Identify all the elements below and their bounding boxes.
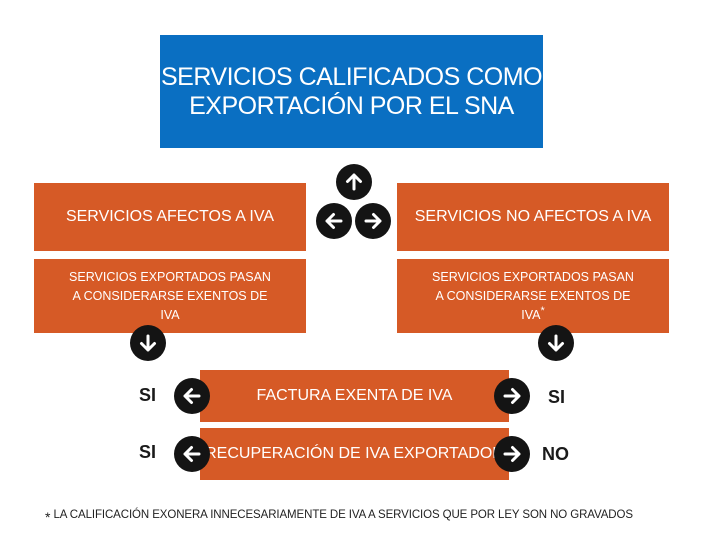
arrow-up-icon (336, 164, 372, 200)
title-box: SERVICIOS CALIFICADOS COMO EXPORTACIÓN P… (160, 35, 543, 148)
arrow-left-icon (174, 436, 210, 472)
arrow-left-icon (174, 378, 210, 414)
footnote-text: LA CALIFICACIÓN EXONERA INNECESARIAMENTE… (53, 509, 633, 521)
arrow-right-icon (494, 436, 530, 472)
arrow-down-icon (538, 325, 574, 361)
row1-left-answer: SI (139, 385, 157, 405)
arrow-right-icon (494, 378, 530, 414)
right-header-label: SERVICIOS NO AFECTOS A IVA (414, 208, 652, 225)
row2-bar: RECUPERACIÓN DE IVA EXPORTADOR (200, 428, 509, 480)
row1-right-answer: SI (548, 387, 566, 407)
right-sub-footnote-mark: * (540, 304, 545, 317)
right-sub-text: SERVICIOS EXPORTADOS PASAN A CONSIDERARS… (427, 268, 639, 325)
left-sub-label: SERVICIOS EXPORTADOS PASAN A CONSIDERARS… (69, 269, 271, 322)
right-sub-box: SERVICIOS EXPORTADOS PASAN A CONSIDERARS… (397, 259, 669, 333)
arrow-left-icon (316, 203, 352, 239)
row1-label: FACTURA EXENTA DE IVA (256, 387, 453, 404)
left-header-label: SERVICIOS AFECTOS A IVA (65, 208, 275, 225)
right-header-box: SERVICIOS NO AFECTOS A IVA (397, 183, 669, 251)
diagram-title: SERVICIOS CALIFICADOS COMO EXPORTACIÓN P… (160, 62, 543, 120)
left-sub-box: SERVICIOS EXPORTADOS PASAN A CONSIDERARS… (34, 259, 306, 333)
footnote: * LA CALIFICACIÓN EXONERA INNECESARIAMEN… (45, 509, 685, 525)
row1-bar: FACTURA EXENTA DE IVA (200, 370, 509, 422)
right-sub-label: SERVICIOS EXPORTADOS PASAN A CONSIDERARS… (432, 269, 634, 322)
row2-left-answer: SI (139, 442, 157, 462)
left-header-box: SERVICIOS AFECTOS A IVA (34, 183, 306, 251)
row2-right-answer: NO (542, 444, 569, 464)
row2-label: RECUPERACIÓN DE IVA EXPORTADOR (205, 445, 504, 462)
arrow-down-icon (130, 325, 166, 361)
footnote-mark: * (45, 509, 51, 525)
arrow-right-icon (355, 203, 391, 239)
